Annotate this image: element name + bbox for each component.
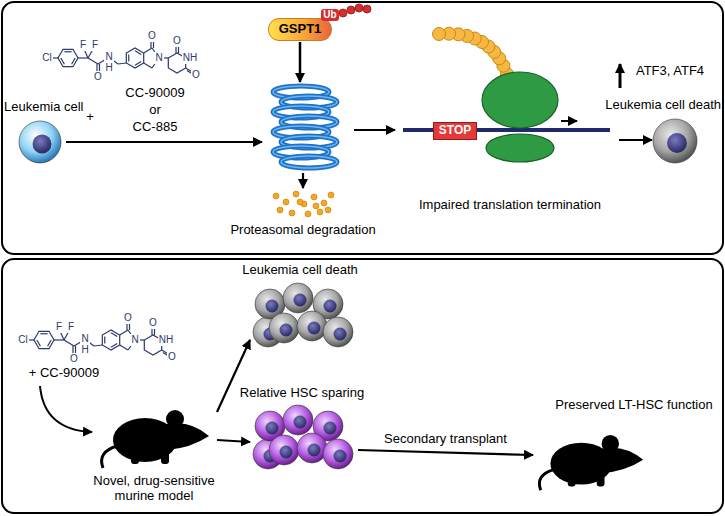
annotation-text: or (149, 103, 161, 118)
ubiquitin-chain (339, 4, 371, 17)
atom-label: O (167, 351, 177, 363)
atom-label: F (91, 39, 99, 51)
atom-label: F (79, 39, 87, 51)
node-label: Leukemia cell death (242, 263, 358, 278)
ribosome-illustration: STOPImpaired translation termination (395, 22, 615, 182)
arrow-connector (217, 440, 250, 442)
node-art (95, 392, 213, 472)
arrow-connector (302, 173, 304, 188)
atom-label: NH (182, 52, 198, 64)
cell-cluster: Leukemia cell death (250, 282, 352, 350)
annotation-text: + CC-90009 (29, 366, 99, 381)
node-art (268, 188, 338, 220)
node-art (652, 118, 698, 164)
node-art (250, 282, 352, 350)
protein-icon: GSPT1 (262, 14, 350, 172)
atom-label: F (55, 321, 63, 333)
annotation-text: + (86, 110, 94, 125)
up-arrow (619, 64, 622, 88)
node-art (395, 22, 615, 182)
node-art (250, 404, 354, 470)
node-label: Proteasomal degradation (230, 223, 375, 238)
ubiquitin-tag: Ub (321, 9, 338, 21)
annotation-text: CC-90009 (125, 86, 184, 101)
arrow-connector (619, 139, 652, 141)
node-label: Leukemia cell death (605, 98, 721, 113)
node-label: Impaired translation termination (419, 198, 601, 213)
cell-icon: Leukemia cell (18, 120, 62, 164)
atom-label: O (69, 353, 79, 365)
atom-label: Cl (17, 334, 28, 346)
mouse-icon: Novel, drug-sensitive murine model (95, 392, 213, 472)
atom-label: O (147, 30, 157, 42)
degradation-icon: Proteasomal degradation (268, 188, 338, 220)
arrow-connector (66, 141, 262, 143)
node-label: GSPT1 (268, 18, 333, 41)
arrow-connector (358, 450, 533, 455)
annotation-text: ATF3, ATF4 (636, 64, 704, 79)
atom-label: O (148, 317, 158, 329)
node-label: Novel, drug-sensitive murine model (79, 474, 229, 504)
dosing-arrow (40, 386, 92, 432)
atom-label: F (67, 321, 75, 333)
atom-label: N (154, 52, 163, 64)
annotation-text: CC-885 (133, 120, 178, 135)
node-label: STOP (433, 122, 477, 140)
atom-label: NH (158, 334, 174, 346)
atom-label: O (172, 35, 182, 47)
atom-label: H (80, 344, 89, 356)
atom-label: H (104, 62, 113, 74)
atom-label: N (130, 334, 139, 346)
stem-cell-cluster: Relative HSC sparing (250, 404, 354, 470)
node-label: Relative HSC sparing (240, 386, 364, 401)
atom-label: O (123, 312, 133, 324)
edge-label: Secondary transplant (382, 432, 509, 447)
node-art (533, 418, 647, 494)
node-label: Leukemia cell (4, 100, 84, 115)
atom-label: O (191, 69, 201, 81)
node-label: Preserved LT-HSC function (555, 398, 712, 413)
node-art (18, 120, 62, 164)
dead-cell-icon: Leukemia cell death (652, 118, 698, 164)
atom-label: O (93, 71, 103, 83)
atom-label: Cl (41, 52, 52, 64)
arrow-connector (354, 129, 395, 131)
mouse-icon: Preserved LT-HSC function (533, 418, 647, 494)
arrow-connector (217, 340, 250, 412)
